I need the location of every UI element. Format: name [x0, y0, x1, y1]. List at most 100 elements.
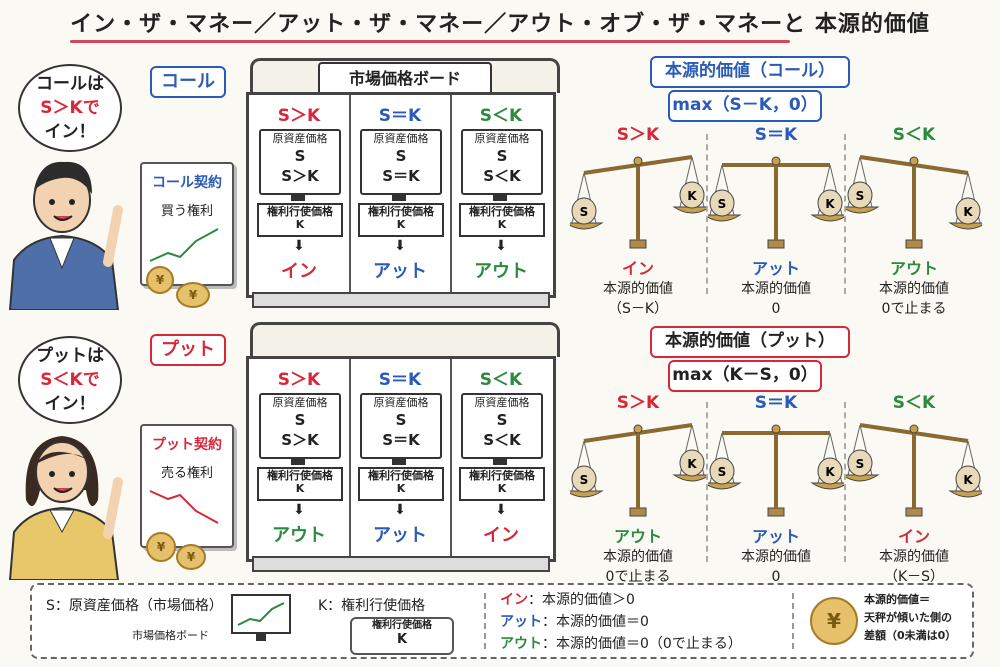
- note-line: 差額（0未満は0）: [864, 629, 957, 642]
- put-board-frame: [250, 322, 560, 357]
- scale-heading: S＞K: [616, 393, 660, 413]
- svg-text:S: S: [718, 465, 727, 479]
- compare-text: S＜K: [483, 167, 521, 185]
- svg-text:K: K: [825, 465, 835, 479]
- value-line: 本源的価値: [879, 549, 949, 565]
- svg-text:K: K: [825, 197, 835, 211]
- value-line: 本源的価値: [603, 549, 673, 565]
- asset-label: 原資産価格: [272, 396, 328, 409]
- column-heading: S＝K: [378, 370, 422, 390]
- s-letter: S: [496, 147, 508, 165]
- bubble-line: プットは: [36, 346, 104, 366]
- k-letter: K: [497, 218, 507, 231]
- value-line: （K－S）: [883, 569, 945, 585]
- moneyness-result: アウト: [474, 261, 528, 282]
- column-heading: S＞K: [277, 370, 321, 390]
- s-definition: S：原資産価格（市場価格）: [46, 598, 223, 614]
- contract-subtitle: 売る権利: [160, 466, 213, 481]
- at-def: ：本源的価値＝0: [542, 614, 649, 630]
- call-value-header: 本源的価値（コール）: [650, 56, 850, 88]
- bubble-line: イン！: [44, 394, 96, 414]
- page-title: イン・ザ・マネー／アット・ザ・マネー／アウト・オブ・ザ・マネーと 本源的価値: [70, 12, 930, 37]
- asset-label: 原資産価格: [373, 396, 429, 409]
- monitor-stand: [291, 193, 305, 201]
- s-letter: S: [294, 411, 306, 429]
- strike-tag-icon: 権利行使価格 K: [350, 617, 454, 655]
- money-bag-icon: [709, 189, 735, 217]
- put-formula: max（K－S，0）: [668, 360, 822, 392]
- value-line: 0で止まる: [605, 569, 671, 585]
- svg-text:S: S: [856, 189, 865, 203]
- s-letter: S: [395, 147, 407, 165]
- svg-text:S: S: [718, 197, 727, 211]
- compare-text: S＝K: [382, 431, 420, 449]
- money-bag-icon: [571, 465, 597, 493]
- money-bag-icon: [847, 181, 873, 209]
- strike-label: 権利行使価格: [368, 469, 434, 482]
- money-bag-icon: [817, 189, 843, 217]
- money-bag-icon: [679, 449, 705, 477]
- asset-label: 原資産価格: [373, 132, 429, 145]
- compare-text: S＝K: [382, 167, 420, 185]
- value-line: 本源的価値: [741, 281, 811, 297]
- woman-illustration: [8, 436, 123, 580]
- monitor-stand: [392, 457, 406, 465]
- result-label: イン: [897, 527, 930, 546]
- money-bag-icon: [847, 449, 873, 477]
- price-monitor: 原資産価格 S S＝K: [360, 129, 442, 195]
- moneyness-result: アウト: [272, 525, 326, 546]
- scale-heading: S＜K: [892, 393, 936, 413]
- column-heading: S＞K: [277, 106, 321, 126]
- call-formula: max（S－K，0）: [668, 90, 822, 122]
- value-line: 0で止まる: [881, 301, 947, 317]
- uptrend-chart-icon: [149, 228, 219, 262]
- money-bag-icon: [571, 197, 597, 225]
- put-value-header: 本源的価値（プット）: [650, 326, 850, 358]
- scale-result: イン本源的価値（S－K）: [570, 259, 706, 319]
- s-letter: S: [395, 411, 407, 429]
- board-stand: [252, 556, 550, 572]
- value-line: 本源的価値: [741, 549, 811, 565]
- value-line: 本源的価値: [603, 281, 673, 297]
- moneyness-result: アット: [373, 261, 427, 282]
- put-speech-bubble: プットは S＜Kで イン！: [18, 336, 122, 424]
- call-speech-bubble: コールは S＞Kで イン！: [18, 64, 122, 152]
- strike-label: 権利行使価格: [368, 205, 434, 218]
- balance-scale-icon: SK: [564, 155, 712, 249]
- balance-scale-icon: SK: [564, 423, 712, 517]
- column-heading: S＜K: [479, 106, 523, 126]
- svg-text:K: K: [687, 457, 697, 471]
- value-line: 本源的価値: [879, 281, 949, 297]
- monitor-stand: [493, 457, 507, 465]
- result-label: イン: [621, 259, 654, 278]
- balance-scale-icon: SK: [840, 155, 988, 249]
- svg-text:K: K: [963, 473, 973, 487]
- legend-in: イン：本源的価値＞0: [500, 589, 635, 609]
- k-letter: K: [295, 218, 305, 231]
- coin-icon: ¥: [176, 282, 210, 308]
- balance-scale-icon: SK: [840, 423, 988, 517]
- coin-icon: ¥: [146, 266, 174, 294]
- put-tag: プット: [150, 334, 226, 366]
- money-bag-icon: [955, 465, 981, 493]
- contract-title: コール契約: [152, 175, 222, 191]
- result-label: アット: [751, 527, 800, 546]
- title-underline: [70, 40, 790, 43]
- bubble-line: イン！: [44, 122, 96, 142]
- strike-label: 権利行使価格: [469, 205, 535, 218]
- monitor-stand: [493, 193, 507, 201]
